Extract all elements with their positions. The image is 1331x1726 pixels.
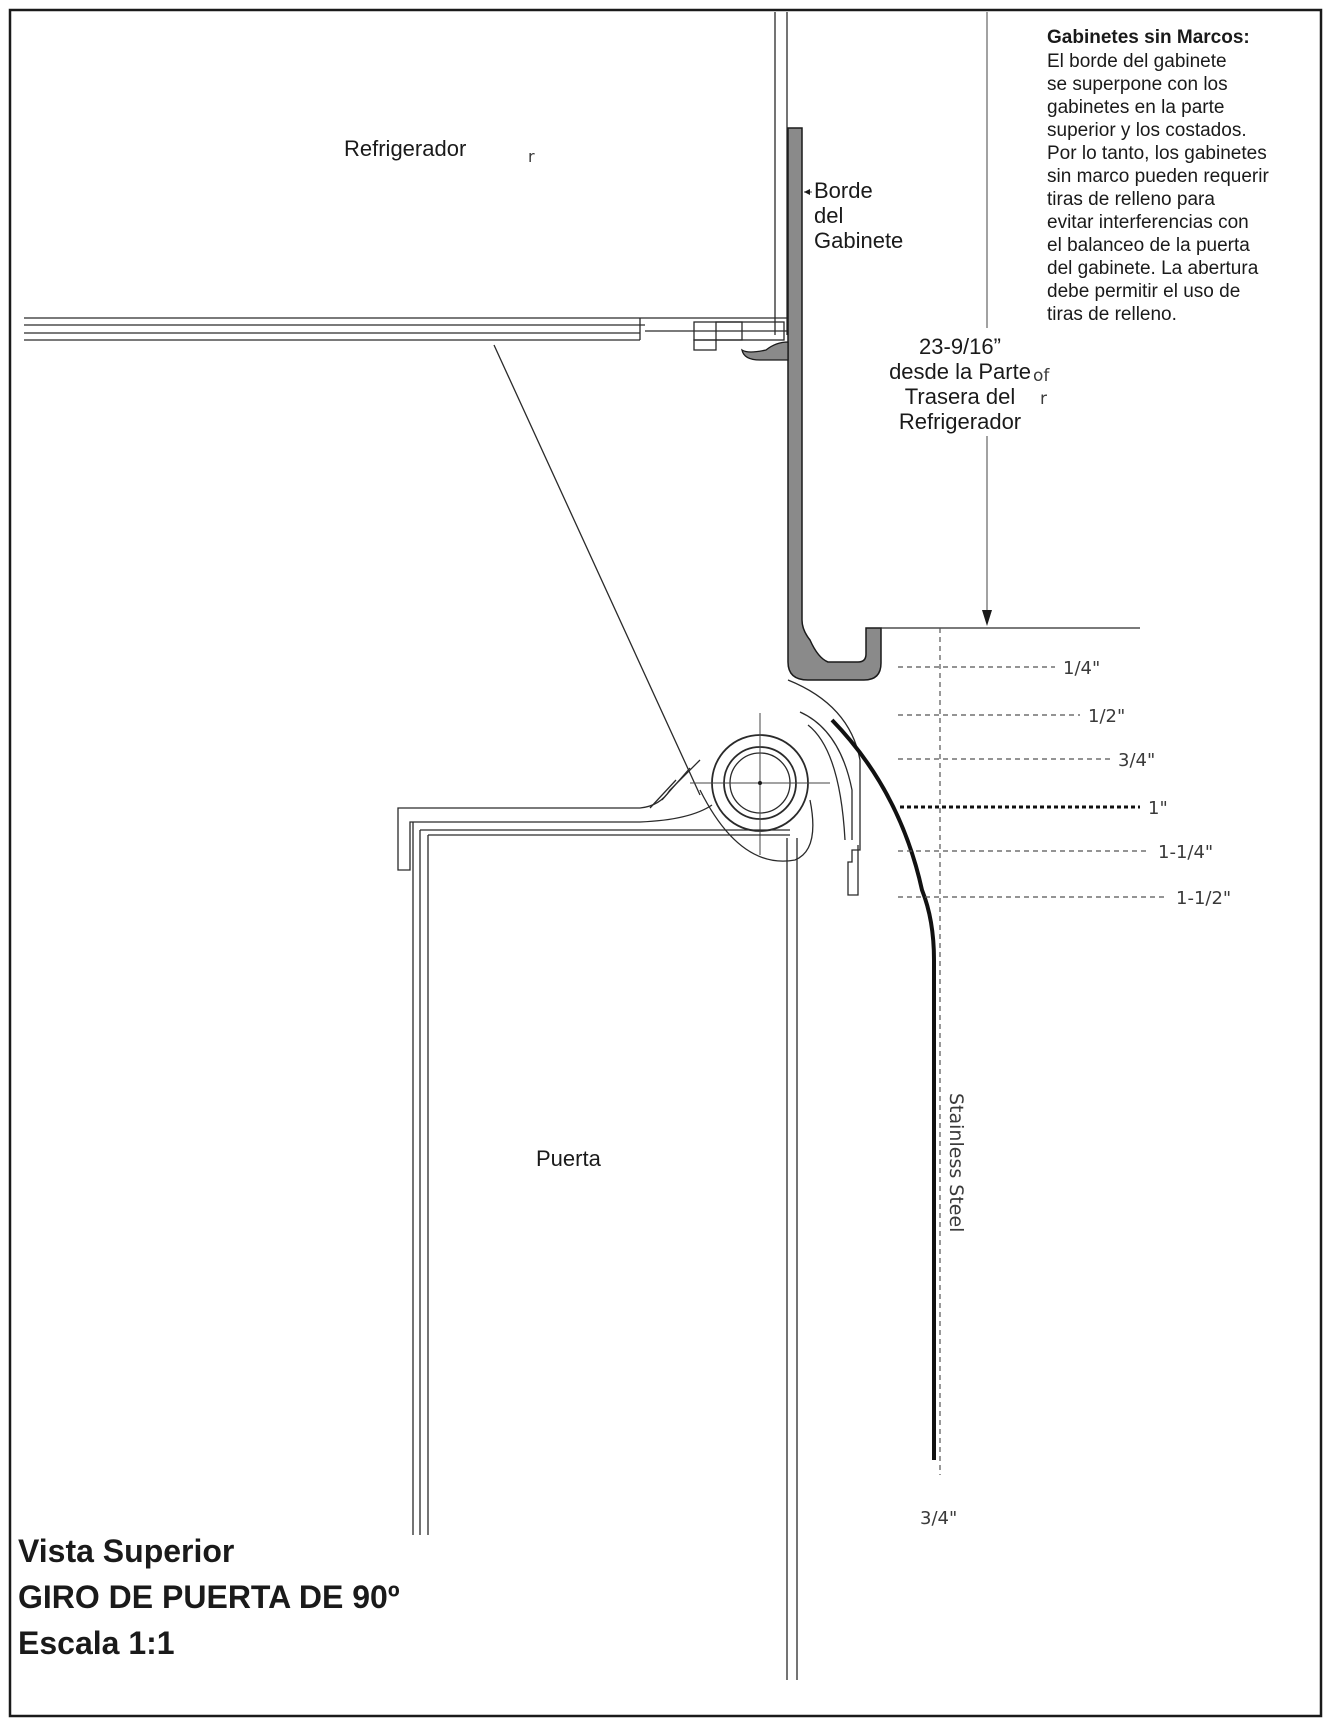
clearance-label-three-quarter: 3/4": [1118, 750, 1155, 771]
refrigerator-mark: r: [528, 147, 535, 166]
svg-text:sin marco pueden requerir: sin marco pueden requerir: [1047, 166, 1269, 187]
svg-text:Trasera del: Trasera del: [905, 384, 1015, 409]
scale-title: Escala 1:1: [18, 1625, 175, 1661]
page-border: [8, 8, 1323, 1718]
door-label: Puerta: [536, 1146, 602, 1171]
svg-text:superior y los costados.: superior y los costados.: [1047, 120, 1247, 141]
door-outline: [412, 822, 798, 1680]
svg-text:gabinetes en la parte: gabinetes en la parte: [1047, 97, 1224, 118]
depth-dimension-label: 23-9/16” desde la Parte Trasera del Refr…: [870, 328, 1050, 436]
depth-arrow: [982, 12, 992, 626]
svg-text:tiras de relleno.: tiras de relleno.: [1047, 304, 1177, 325]
svg-text:evitar interferencias con: evitar interferencias con: [1047, 212, 1249, 233]
clearance-label-one-quarter: 1-1/4": [1158, 842, 1213, 863]
svg-text:Refrigerador: Refrigerador: [899, 409, 1021, 434]
stainless-steel-label: Stainless Steel: [945, 1093, 967, 1232]
swing-title: GIRO DE PUERTA DE 90º: [18, 1579, 400, 1615]
svg-text:debe permitir el uso de: debe permitir el uso de: [1047, 281, 1240, 302]
hinge: [397, 679, 861, 896]
title-block: Vista Superior GIRO DE PUERTA DE 90º Esc…: [18, 1533, 400, 1661]
cabinet-edge: [741, 127, 882, 681]
svg-text:del: del: [814, 203, 843, 228]
clearance-label-half: 1/2": [1088, 706, 1125, 727]
svg-text:del gabinete. La abertura: del gabinete. La abertura: [1047, 258, 1259, 279]
hinge-arm-line: [493, 344, 701, 796]
svg-text:of: of: [1033, 366, 1050, 386]
clearance-label-quarter: 1/4": [1063, 658, 1100, 679]
svg-text:el balanceo de la puerta: el balanceo de la puerta: [1047, 235, 1250, 256]
svg-text:Por lo tanto, los gabinetes: Por lo tanto, los gabinetes: [1047, 143, 1267, 164]
clearance-lines: [898, 666, 1168, 898]
stainless-steel-sweep: [830, 718, 936, 1460]
svg-text:tiras de relleno para: tiras de relleno para: [1047, 189, 1215, 210]
svg-text:Borde: Borde: [814, 178, 873, 203]
refrigerator-label: Refrigerador: [344, 136, 466, 161]
cabinet-edge-label: Borde del Gabinete: [804, 178, 903, 253]
svg-text:se superpone con los: se superpone con los: [1047, 74, 1228, 95]
svg-text:23-9/16”: 23-9/16”: [919, 334, 1001, 359]
clearance-label-one: 1": [1148, 798, 1168, 819]
frameless-cabinets-note: Gabinetes sin Marcos: El borde del gabin…: [1047, 27, 1269, 325]
refrigerator-outline: [24, 12, 790, 351]
clearance-label-one-half: 1-1/2": [1176, 888, 1231, 909]
view-title: Vista Superior: [18, 1533, 234, 1569]
note-heading: Gabinetes sin Marcos:: [1047, 27, 1250, 48]
svg-text:r: r: [1040, 389, 1047, 409]
svg-text:El borde del gabinete: El borde del gabinete: [1047, 51, 1227, 72]
bottom-clearance-label: 3/4": [920, 1508, 957, 1529]
svg-text:desde la Parte: desde la Parte: [889, 359, 1031, 384]
svg-text:Gabinete: Gabinete: [814, 228, 903, 253]
